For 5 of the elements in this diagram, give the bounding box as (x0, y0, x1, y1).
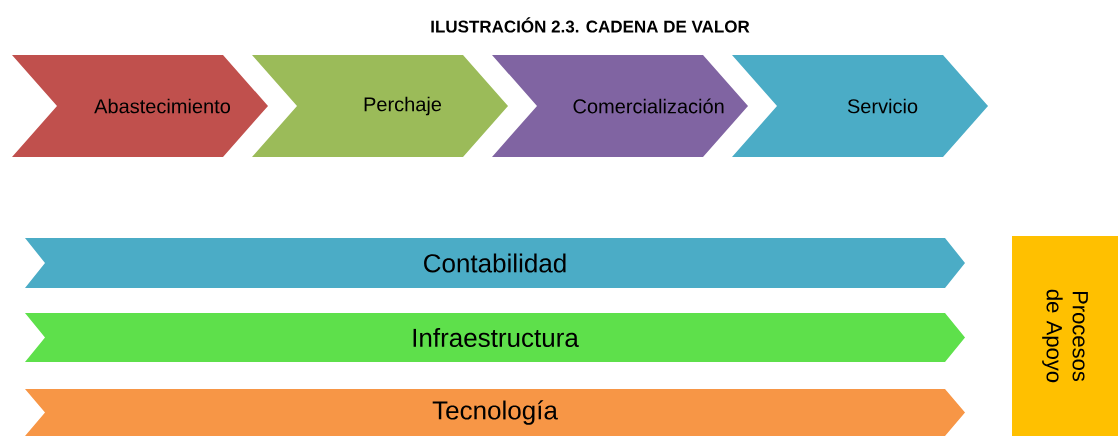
arrow-band: Tecnología (25, 389, 965, 436)
arrow-band: Contabilidad (25, 238, 965, 288)
title: ILUSTRACIÓN 2.3. CADENA DE VALOR (431, 17, 750, 33)
label-box: Procesos de Apoyo (1012, 236, 1118, 436)
arrow-band: Infraestructura (25, 313, 965, 362)
